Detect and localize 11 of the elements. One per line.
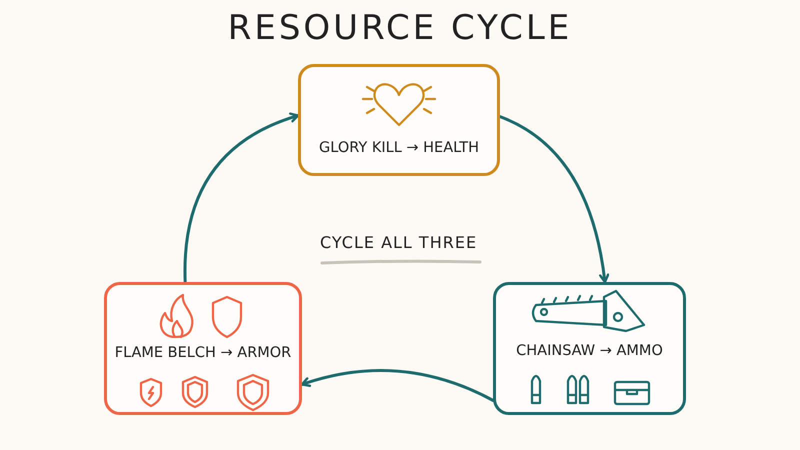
rounded-box: [104, 282, 302, 415]
curved-arrow: [498, 115, 610, 284]
curved-arrow: [300, 368, 494, 402]
node-label: FLAME BELCH → ARMOR: [114, 345, 292, 361]
node-label: GLORY KILL → HEALTH: [319, 140, 479, 156]
curved-arrow: [184, 112, 300, 284]
title: RESOURCE CYCLE: [228, 8, 572, 48]
node-label: CHAINSAW → AMMO: [516, 343, 663, 359]
rounded-box: [298, 64, 500, 176]
rounded-box: [493, 282, 686, 415]
note-text: CYCLE ALL THREE: [320, 233, 478, 252]
